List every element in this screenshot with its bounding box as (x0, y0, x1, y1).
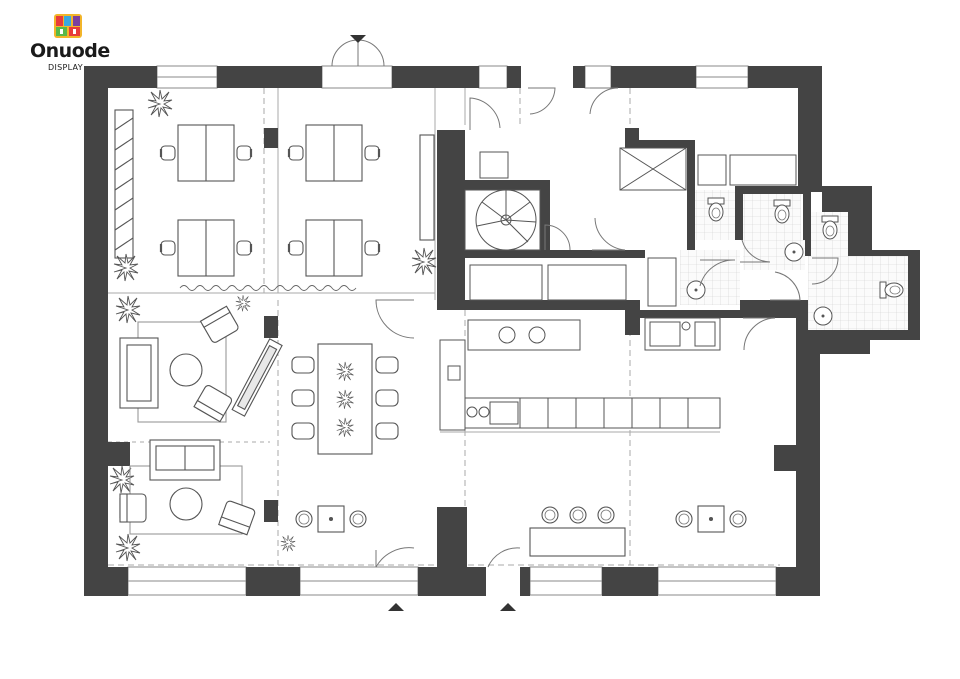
curtain (179, 285, 357, 291)
windows (127, 65, 777, 596)
workstations (114, 109, 435, 277)
interior-walls (108, 128, 811, 567)
onuode-logo-icon (54, 14, 82, 38)
bathroom (680, 190, 908, 330)
exterior-walls (84, 66, 920, 596)
brand-logo: Onuode DISPLAY (26, 10, 116, 76)
lower-lounge-furniture (119, 439, 256, 536)
kitchen-counters (439, 317, 721, 431)
entrance-arrow-icon (350, 35, 516, 611)
cafe-stools (295, 506, 747, 528)
cafe-tables (317, 505, 725, 557)
brand-subtitle: DISPLAY (48, 63, 83, 72)
core (464, 147, 797, 307)
lounge-furniture (119, 305, 283, 423)
brand-name: Onuode (30, 40, 110, 62)
